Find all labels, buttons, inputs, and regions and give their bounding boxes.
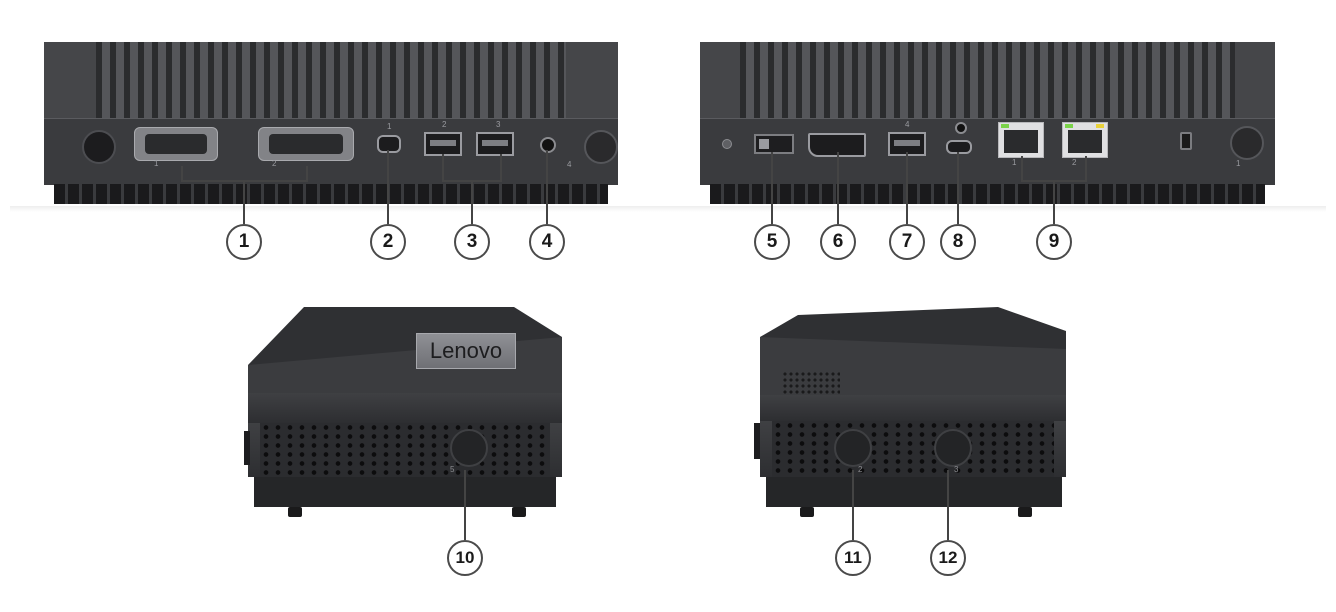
antenna-connector-front [584, 130, 618, 164]
power-button[interactable] [82, 130, 116, 164]
rear-io-panel [700, 118, 1275, 185]
usb-a-port-2 [424, 132, 462, 156]
leader-9-left-drop [1021, 156, 1023, 182]
antenna-2-number: 2 [858, 465, 863, 474]
lan-2-number: 2 [1072, 158, 1077, 167]
callout-11: 11 [835, 540, 871, 576]
usb-c-number: 1 [387, 122, 392, 131]
usb-a-3-number: 3 [496, 120, 501, 129]
serial-port-2 [258, 127, 354, 161]
front-feet [54, 184, 608, 204]
front-right-shoulder [566, 42, 618, 120]
lan-2-led-green [1065, 124, 1073, 128]
right-side-foot-left [800, 507, 814, 517]
leader-11-stem [852, 470, 854, 540]
antenna-connector-3 [934, 429, 972, 467]
power-switch[interactable] [754, 134, 794, 154]
lan-1-led-green [1001, 124, 1009, 128]
left-side-foot-left [288, 507, 302, 517]
rear-screw-left [722, 139, 732, 149]
callout-3: 3 [454, 224, 490, 260]
antenna-3-number: 3 [954, 465, 959, 474]
ethernet-port-2 [1062, 122, 1108, 158]
usb-a-4-number: 4 [905, 120, 910, 129]
leader-8-stem [957, 152, 959, 224]
antenna-rear-number: 1 [1236, 159, 1241, 168]
usb-a-port-3 [476, 132, 514, 156]
usb-a-2-number: 2 [442, 120, 447, 129]
leader-4-stem [546, 150, 548, 224]
left-side-view: Lenovo 5 [244, 305, 564, 519]
rear-right-shoulder [1235, 42, 1275, 120]
leader-6-stem [837, 152, 839, 224]
callout-2: 2 [370, 224, 406, 260]
leader-9-stem [1053, 180, 1055, 224]
leader-10-stem [464, 470, 466, 540]
right-side-view: 2 3 [754, 305, 1078, 519]
front-view: 1 2 1 2 3 4 [44, 42, 618, 212]
lan-1-number: 1 [1012, 158, 1017, 167]
antenna-connector-5 [450, 429, 488, 467]
lenovo-logo-badge: Lenovo [416, 333, 516, 369]
antenna-front-number: 4 [567, 160, 572, 169]
security-lock-slot [1180, 132, 1192, 150]
audio-jack [540, 137, 556, 153]
lan-2-led-yellow [1096, 124, 1104, 128]
leader-9-right-drop [1085, 156, 1087, 182]
callout-6: 6 [820, 224, 856, 260]
leader-1-stem [243, 180, 245, 224]
leader-3-right-drop [500, 154, 502, 182]
serial-1-number: 1 [154, 159, 159, 168]
front-left-shoulder [44, 42, 96, 120]
right-side-grille-frame-right [1054, 421, 1066, 477]
callout-7: 7 [889, 224, 925, 260]
rear-left-shoulder [700, 42, 740, 120]
right-side-grille-frame-left [760, 421, 772, 477]
leader-5-stem [771, 152, 773, 224]
callout-5: 5 [754, 224, 790, 260]
callout-1: 1 [226, 224, 262, 260]
leader-3-stem [471, 180, 473, 224]
callout-9: 9 [1036, 224, 1072, 260]
shelf-shadow [10, 206, 1326, 212]
leader-12-stem [947, 470, 949, 540]
serial-2-number: 2 [272, 159, 277, 168]
usb-c-port [377, 135, 401, 153]
leader-1-left-drop [181, 166, 183, 182]
leader-3-left-drop [442, 154, 444, 182]
left-side-grille-frame [248, 423, 260, 477]
callout-12: 12 [930, 540, 966, 576]
left-side-grille-frame-right [550, 423, 562, 477]
ethernet-port-1 [998, 122, 1044, 158]
right-side-vent-grille [772, 421, 1054, 477]
right-side-front-face [760, 395, 1066, 421]
right-side-foot-right [1018, 507, 1032, 517]
callout-10: 10 [447, 540, 483, 576]
left-side-edge-knob [244, 431, 250, 465]
left-side-foot-right [512, 507, 526, 517]
left-side-front-face [248, 393, 562, 423]
rear-heatsink-fins [740, 42, 1235, 118]
antenna-5-number: 5 [450, 465, 455, 474]
left-side-top-surface [248, 307, 562, 395]
callout-8: 8 [940, 224, 976, 260]
front-heatsink-fins [96, 42, 566, 118]
usb-c-power-screw [955, 122, 967, 134]
serial-port-1 [134, 127, 218, 161]
rear-feet [710, 184, 1265, 204]
right-side-base [766, 477, 1062, 507]
antenna-connector-2 [834, 429, 872, 467]
left-side-vent-grille [260, 423, 550, 477]
antenna-connector-rear [1230, 126, 1264, 160]
rear-view: 4 1 2 1 [700, 42, 1275, 212]
callout-4: 4 [529, 224, 565, 260]
leader-1-right-drop [306, 166, 308, 182]
leader-2-stem [387, 150, 389, 224]
usb-c-rear-port [946, 140, 972, 154]
left-side-base [254, 477, 556, 507]
leader-7-stem [906, 152, 908, 224]
right-side-edge-knob [754, 423, 760, 459]
